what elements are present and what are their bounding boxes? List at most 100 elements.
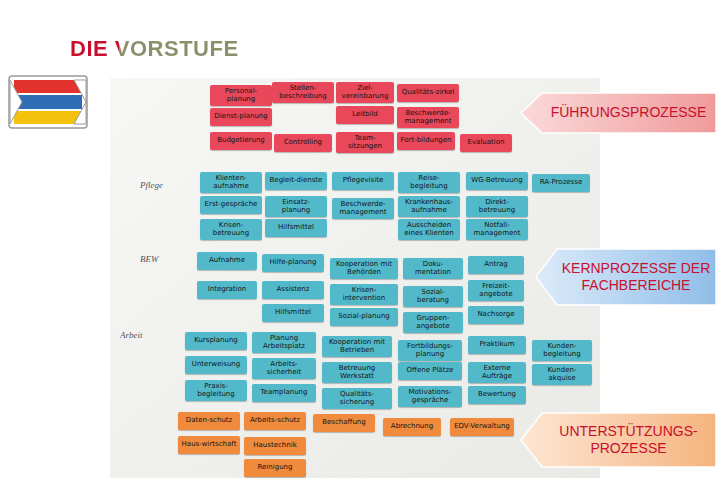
- sticky-note: Haustechnik: [244, 437, 306, 455]
- sticky-note: Daten-schutz: [178, 412, 240, 430]
- note-text: Qualitäts-sicherung: [325, 391, 389, 406]
- sticky-note: Integration: [197, 281, 257, 299]
- sticky-note: Klienten-aufnahme: [200, 172, 262, 193]
- sticky-note: Antrag: [468, 256, 524, 274]
- note-text: Erst-gespräche: [205, 201, 258, 209]
- note-text: Planung Arbeitsplatz: [255, 335, 313, 350]
- sticky-note: Haus-wirtschaft: [178, 436, 240, 454]
- sticky-note: Team-sitzungen: [336, 132, 394, 153]
- note-text: Praxis-begleitung: [188, 383, 244, 398]
- sticky-note: Hilfsmittel: [265, 219, 327, 237]
- note-text: Motivations-gespräche: [401, 389, 459, 404]
- note-text: Integration: [208, 286, 247, 294]
- sticky-note: Planung Arbeitsplatz: [252, 332, 316, 353]
- note-text: Krisen-betreuung: [203, 222, 259, 237]
- note-text: Beschwerde-management: [400, 110, 456, 125]
- note-text: Controlling: [284, 139, 322, 147]
- note-text: WG-Betreuung: [471, 177, 522, 185]
- sticky-note: Arbeits-schutz: [244, 412, 306, 430]
- note-text: Abrechnung: [391, 423, 433, 431]
- note-text: Hilfe-planung: [270, 259, 317, 267]
- note-text: Ziel-vereinbarung: [339, 85, 391, 100]
- sticky-note: Kunden-begleitung: [532, 340, 592, 361]
- row-label: BEW: [140, 254, 159, 264]
- note-text: Direkt-betreuung: [469, 199, 525, 214]
- note-text: Praktikum: [479, 341, 514, 349]
- note-text: Nachsorge: [477, 311, 514, 319]
- sticky-note: Gruppen-angebote: [403, 312, 463, 333]
- row-label: Arbeit: [120, 330, 143, 340]
- sticky-note: Notfall-management: [466, 219, 528, 240]
- sticky-note: Beschwerde-management: [332, 198, 394, 219]
- note-text: Sozial-beratung: [406, 289, 460, 304]
- sticky-note: Beschwerde-management: [397, 107, 459, 128]
- sticky-note: Erst-gespräche: [200, 196, 262, 214]
- sticky-note: Einsatz-planung: [265, 196, 327, 217]
- note-text: Kursplanung: [194, 337, 238, 345]
- note-text: Sozial-planung: [338, 313, 390, 321]
- note-text: Kunden-akquise: [535, 367, 589, 382]
- note-text: Antrag: [484, 261, 508, 269]
- note-text: Fortbildungs-planung: [401, 343, 459, 358]
- sticky-note: Kursplanung: [185, 332, 247, 350]
- arrow-outline: [536, 249, 716, 305]
- note-text: Begleit-dienste: [270, 177, 323, 185]
- note-text: KERNPROZESSE DER FACHBEREICHE: [561, 260, 711, 295]
- note-text: Leitbild: [352, 111, 378, 119]
- sticky-note: Krisen-intervention: [330, 284, 398, 305]
- sticky-note: Krisen-betreuung: [200, 219, 262, 240]
- arrow-outline: [521, 93, 716, 133]
- process-arrow: KERNPROZESSE DER FACHBEREICHE: [535, 248, 717, 306]
- note-text: Krisen-intervention: [333, 287, 395, 302]
- note-text: Notfall-management: [469, 222, 525, 237]
- sticky-note: Sozial-beratung: [403, 286, 463, 307]
- note-text: Offene Plätze: [407, 367, 454, 375]
- note-text: Reise-begleitung: [401, 175, 457, 190]
- note-text: Budgetierung: [217, 137, 265, 145]
- sticky-note: Doku-mentation: [403, 258, 463, 279]
- note-text: Daten-schutz: [186, 417, 232, 425]
- note-text: Hilfsmittel: [275, 309, 311, 317]
- note-text: Krankenhaus-aufnahme: [401, 199, 457, 214]
- note-text: Evaluation: [468, 139, 505, 147]
- sticky-note: WG-Betreuung: [466, 172, 528, 190]
- sticky-note: Praktikum: [468, 336, 526, 354]
- note-text: Fort-bildungen: [400, 137, 451, 145]
- sticky-note: Fortbildungs-planung: [398, 340, 462, 361]
- sticky-note: Leitbild: [336, 106, 394, 124]
- sticky-note: Reinigung: [244, 459, 306, 477]
- slide-title: DIE VORSTUFE: [70, 36, 239, 62]
- sticky-note: Assistenz: [262, 281, 324, 299]
- sticky-note: Arbeits-sicherheit: [252, 358, 316, 379]
- note-text: Pflegevisite: [343, 177, 383, 185]
- note-text: Hilfsmittel: [278, 224, 314, 232]
- note-text: Haus-wirtschaft: [182, 441, 237, 449]
- sticky-note: Budgetierung: [210, 132, 272, 150]
- note-text: Einsatz-planung: [268, 199, 324, 214]
- sticky-note: Qualitäts-sicherung: [322, 388, 392, 409]
- note-text: EDV-Verwaltung: [454, 423, 510, 431]
- sticky-note: Freizeit-angebote: [468, 280, 524, 301]
- sticky-note: Qualitäts-zirkel: [397, 84, 459, 102]
- sticky-note: Pflegevisite: [332, 172, 394, 190]
- note-text: Qualitäts-zirkel: [402, 89, 455, 97]
- process-arrow: FÜHRUNGSPROZESSE: [520, 92, 717, 134]
- sticky-note: Offene Plätze: [398, 362, 462, 380]
- sticky-note: Kunden-akquise: [532, 364, 592, 385]
- sticky-note: RA-Prozesse: [532, 174, 590, 192]
- sticky-note: Externe Aufträge: [468, 362, 526, 383]
- sticky-note: Bewertung: [468, 386, 526, 404]
- sticky-note: Motivations-gespräche: [398, 386, 462, 407]
- note-text: Dienst-planung: [214, 113, 267, 121]
- note-text: Bewertung: [478, 391, 516, 399]
- sticky-note: Praxis-begleitung: [185, 380, 247, 401]
- note-text: Kooperation mit Behörden: [333, 261, 395, 276]
- note-text: Betreuung Werkstatt: [325, 365, 389, 380]
- sticky-note: Evaluation: [460, 134, 512, 152]
- process-arrow: UNTERSTÜTZUNGS-PROZESSE: [520, 412, 717, 468]
- note-text: Unterweisung: [192, 361, 240, 369]
- note-text: Freizeit-angebote: [471, 283, 521, 298]
- sticky-note: Hilfe-planung: [262, 254, 324, 272]
- note-text: Reinigung: [258, 464, 293, 472]
- note-text: Haustechnik: [253, 442, 296, 450]
